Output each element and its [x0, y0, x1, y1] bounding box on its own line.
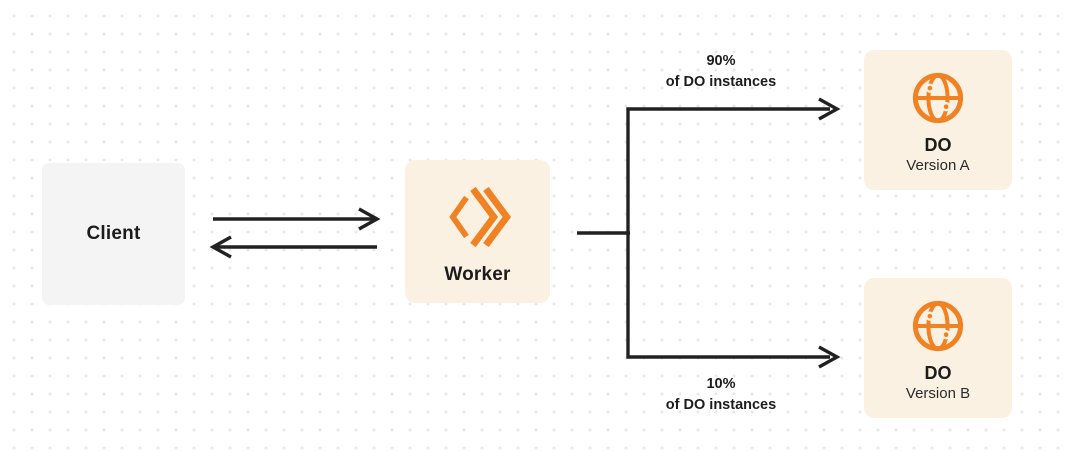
branch-top-label: 90% of DO instances — [611, 51, 831, 93]
branch-bottom-percent: 10% — [706, 376, 736, 392]
client-to-worker-arrowhead-icon — [358, 207, 381, 231]
branch-top-caption: of DO instances — [665, 74, 777, 90]
branch-bottom-caption: of DO instances — [665, 397, 777, 413]
do-version-a-subtitle: Version A — [906, 157, 970, 174]
branch-top-percent: 90% — [706, 53, 736, 69]
worker-to-client-arrowhead-icon — [209, 235, 232, 259]
durable-object-globe-icon — [912, 300, 964, 352]
do-version-a-title: DO — [924, 135, 952, 155]
branch-split-line — [626, 107, 830, 359]
durable-object-globe-icon — [912, 72, 964, 124]
do-version-a-node: DO Version A — [864, 50, 1012, 190]
do-version-b-node: DO Version B — [864, 278, 1012, 418]
cloudflare-workers-logo-icon — [448, 186, 511, 248]
worker-node: Worker — [405, 160, 550, 303]
branch-bottom-label: 10% of DO instances — [611, 374, 831, 416]
branch-top-arrowhead-icon — [818, 97, 841, 121]
branch-bottom-arrowhead-icon — [818, 345, 841, 369]
do-version-b-subtitle: Version B — [905, 385, 971, 402]
do-version-b-title: DO — [924, 363, 952, 383]
client-node-label: Client — [86, 223, 141, 244]
client-node: Client — [42, 163, 185, 305]
worker-node-label: Worker — [444, 264, 511, 285]
